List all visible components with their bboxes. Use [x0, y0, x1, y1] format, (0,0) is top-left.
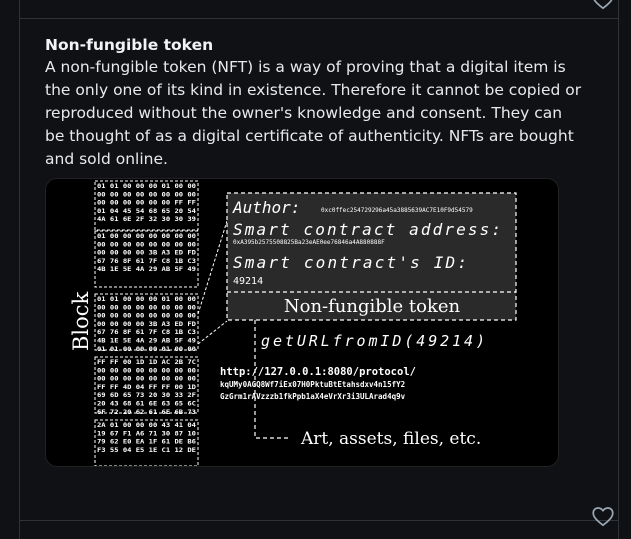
hex-row: 00 00 00 00 3B A3 ED FD: [97, 250, 196, 257]
footer-label: Art, assets, files, etc.: [300, 429, 481, 449]
url-line-1: http://127.0.0.1:8080/protocol/: [220, 366, 416, 378]
hex-row: 00 00 00 00 00 00 00 00: [97, 313, 196, 320]
hex-row: 19 67 F1 A6 71 30 87 10: [97, 430, 196, 437]
author-address: 0xc0ffec254729296a45a3885639AC7E10F9d545…: [321, 207, 473, 214]
hex-row: 2A 01 00 00 00 43 41 04: [97, 422, 196, 429]
hex-row: 01 01 00 00 00 01 00 00: [97, 296, 196, 303]
hex-row: 00 00 00 00 00 00 00 00: [97, 367, 196, 374]
contract-address-label: Smart contract address:: [233, 220, 501, 239]
hex-row: 67 76 8F 61 7F C8 1B C3: [97, 258, 196, 265]
hex-row: 00 00 00 00 00 00 00 00: [97, 376, 196, 383]
hex-row: 4B 1E 5E 4A 29 AB 5F 49: [97, 338, 196, 345]
hex-row: FF FF 4D 04 FF FF 00 1D: [97, 384, 196, 391]
function-call: getURLfromID(49214): [261, 332, 485, 350]
hex-row: 67 76 8F 61 7F C8 1B C3: [97, 329, 196, 336]
hex-row: 00 00 00 00 3B A3 ED FD: [97, 321, 196, 328]
hex-row: 00 00 00 00 00 00 FF FF: [97, 200, 196, 207]
hex-row: 00 00 00 00 00 00 00 00: [97, 304, 196, 311]
url-line-2: kqUMy0AGQ8Wf7iEx07H0PktuBtEtahsdxv4n15fY…: [220, 380, 405, 389]
hex-row: 69 6D 65 73 20 30 33 2F: [97, 392, 196, 399]
previous-post-card: [19, 0, 619, 19]
contract-address: 0xA395b2575508825Ba23eAE0ee76846a4A88088…: [233, 239, 385, 246]
url-line-3: GzGrm1rAVzzzb1fkPpb1aX4eVrXr3i3ULArad4q9…: [220, 392, 406, 401]
hex-row: 01 00 00 00 00 00 00 00: [97, 233, 196, 240]
hex-row: F3 55 04 E5 1E C1 12 DE: [97, 447, 196, 454]
token-title: Non-fungible token: [284, 296, 461, 317]
hex-row: FF FF 00 1D 1D AC 2B 7C: [97, 359, 196, 366]
hex-row: 01 04 45 54 68 65 20 54: [97, 208, 196, 215]
heart-icon[interactable]: [590, 0, 616, 12]
post-card: Non-fungible token A non-fungible token …: [19, 19, 619, 527]
hex-row: 4A 61 6E 2F 32 30 30 39: [97, 216, 196, 223]
hex-row: 00 00 00 00 00 00 00 00: [97, 191, 196, 198]
hex-row: 20 43 68 61 6E 63 65 6C: [97, 401, 196, 408]
hex-row: 6F 72 20 62 61 6E 6B 73: [97, 409, 196, 416]
hex-row: 79 62 E0 EA 1F 61 DE B6: [97, 439, 196, 446]
next-post-card: [19, 521, 619, 539]
post-title: Non-fungible token: [45, 36, 214, 54]
author-label: Author:: [232, 198, 300, 217]
heart-icon[interactable]: [590, 503, 616, 529]
hex-row: 00 00 00 00 00 00 00 00: [97, 241, 196, 248]
contract-id: 49214: [233, 276, 263, 287]
block-label: Block: [69, 291, 93, 351]
hex-row: 01 01 00 00 00 01 00 00: [97, 183, 196, 190]
hex-row: 4B 1E 5E 4A 29 AB 5F 49: [97, 266, 196, 273]
post-body: A non-fungible token (NFT) is a way of p…: [45, 58, 582, 168]
hex-row: 01 01 00 00 00 01 00 00: [97, 346, 196, 353]
